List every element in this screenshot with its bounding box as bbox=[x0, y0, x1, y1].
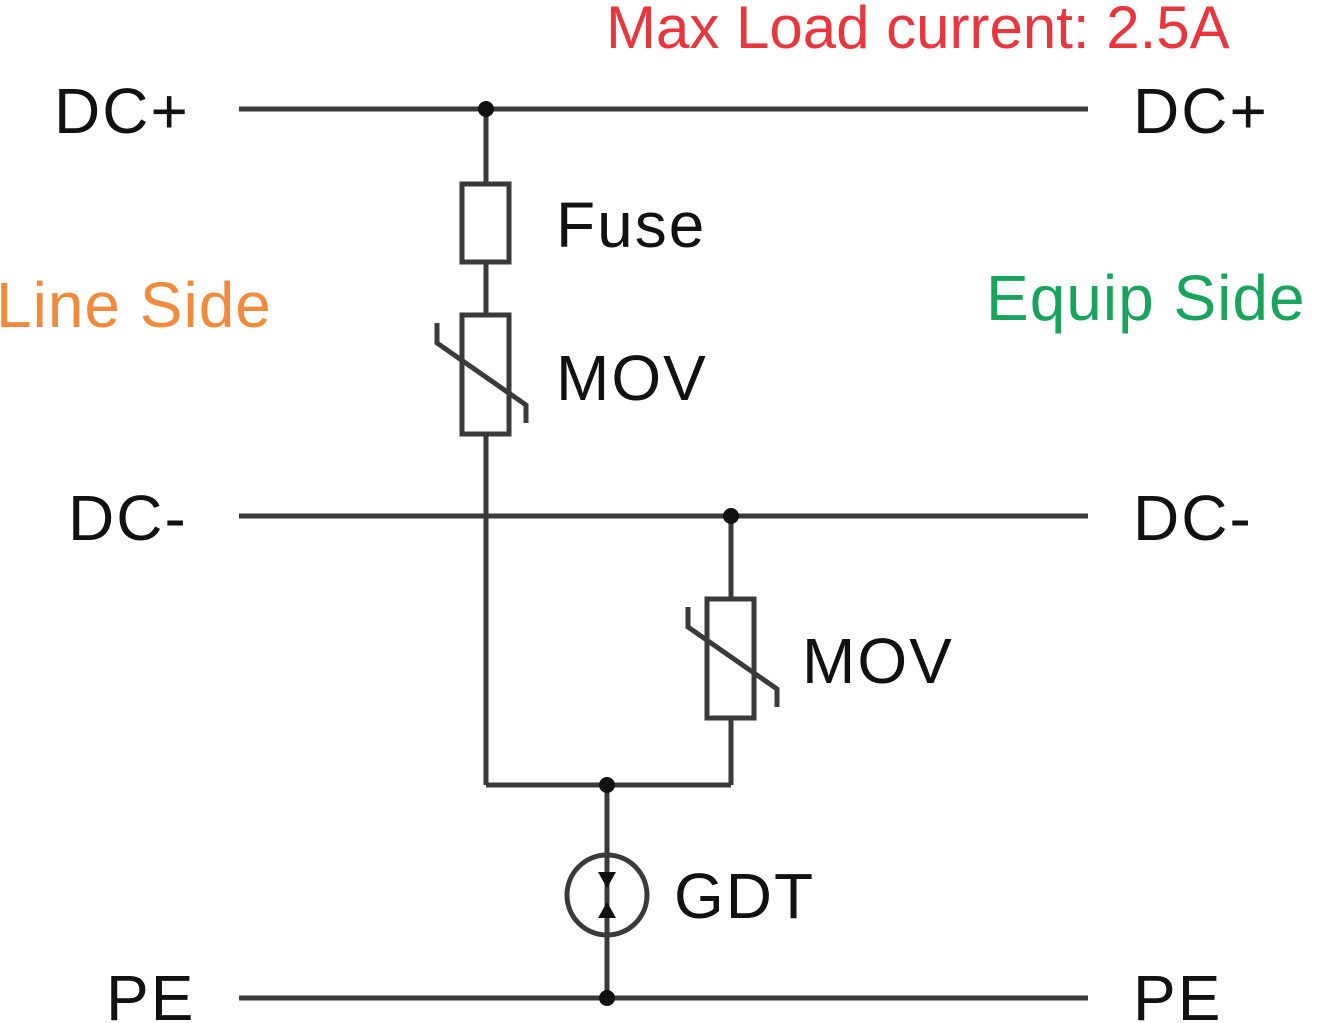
gdt-lower-arrow-icon bbox=[598, 902, 616, 918]
junction-dot-dc-minus bbox=[723, 508, 739, 524]
equip-side-label: Equip Side bbox=[986, 262, 1306, 334]
pe-left-label: PE bbox=[106, 962, 195, 1023]
dc-plus-left-label: DC+ bbox=[54, 75, 190, 147]
junction-dot-bottom-bus bbox=[599, 777, 615, 793]
pe-right-label: PE bbox=[1133, 962, 1222, 1023]
max-load-current-title: Max Load current: 2.5A bbox=[606, 0, 1230, 61]
dc-minus-left-label: DC- bbox=[68, 482, 188, 554]
fuse-label: Fuse bbox=[556, 189, 706, 261]
mov-upper-component bbox=[434, 312, 529, 437]
dc-plus-right-label: DC+ bbox=[1133, 75, 1269, 147]
line-side-label: Line Side bbox=[0, 269, 272, 341]
gdt-component bbox=[564, 852, 650, 938]
junction-dot-dc-plus bbox=[478, 101, 494, 117]
mov-lower-component bbox=[685, 596, 780, 721]
mov-lower-label: MOV bbox=[802, 625, 954, 697]
mov-upper-label: MOV bbox=[556, 342, 708, 414]
dc-minus-right-label: DC- bbox=[1133, 482, 1253, 554]
gdt-label: GDT bbox=[674, 860, 815, 932]
fuse-component bbox=[459, 181, 512, 265]
junction-dot-pe bbox=[599, 990, 615, 1006]
gdt-upper-arrow-icon bbox=[598, 872, 616, 888]
